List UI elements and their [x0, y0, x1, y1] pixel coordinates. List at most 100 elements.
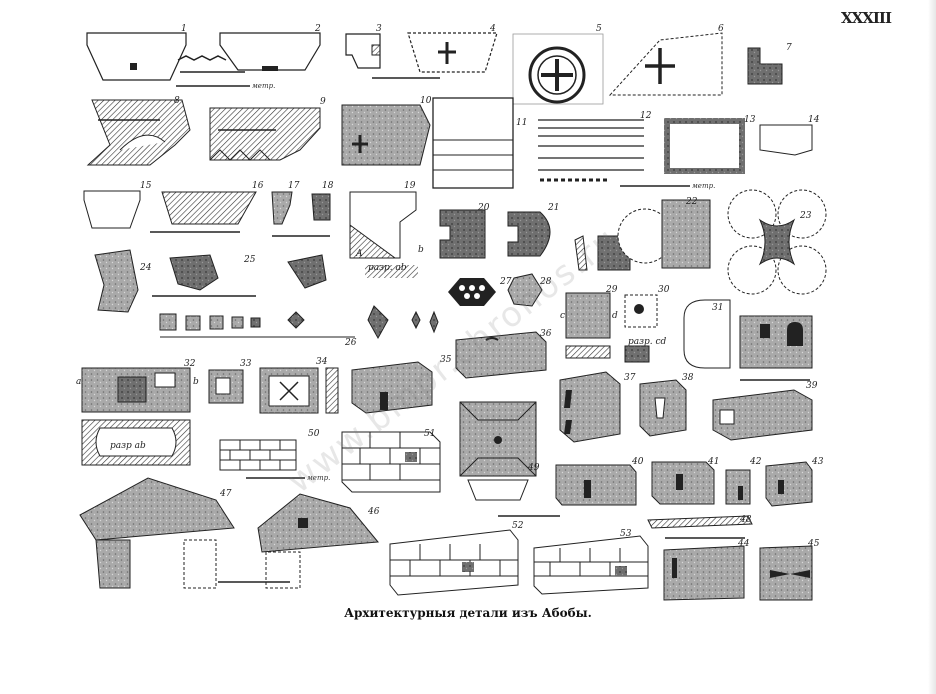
figure-number-7: 7 — [786, 43, 792, 53]
section-label-ab: разр. ab — [368, 263, 407, 273]
figure-21 — [507, 211, 551, 257]
section-label-A: A — [355, 249, 363, 259]
figure-number-23: 23 — [799, 211, 812, 221]
scale-label: метр. — [307, 474, 330, 482]
figure-16 — [161, 191, 257, 225]
figure-number-32: 32 — [184, 359, 196, 369]
figure-37 — [559, 371, 621, 443]
figure-number-33: 33 — [240, 359, 252, 369]
figure-11 — [432, 97, 514, 189]
figure-27 — [448, 278, 496, 306]
scale-bar — [98, 77, 810, 583]
figure-8 — [86, 99, 191, 166]
figure-number-10: 10 — [420, 96, 432, 106]
figure-number-5: 5 — [596, 24, 602, 34]
figure-42 — [725, 469, 751, 505]
figure-19 — [349, 191, 418, 278]
figure-number-15: 15 — [140, 181, 152, 191]
figure-45 — [759, 545, 813, 601]
figure-14 — [759, 124, 813, 156]
figure-number-42: 42 — [749, 457, 762, 467]
figure-35 — [351, 361, 433, 414]
figure-43 — [765, 461, 813, 507]
figure-number-11: 11 — [516, 118, 527, 128]
figure-17 — [271, 191, 293, 225]
figure-number-27: 27 — [499, 277, 512, 287]
figure-number-20: 20 — [477, 203, 490, 213]
figure-number-18: 18 — [322, 181, 334, 191]
figure-40 — [555, 464, 637, 506]
figure-number-2: 2 — [314, 24, 321, 34]
figure-number-40: 40 — [631, 457, 644, 467]
figure-number-45: 45 — [807, 539, 820, 549]
figure-number-9: 9 — [320, 97, 326, 107]
figure-number-22: 22 — [685, 197, 698, 207]
figure-number-41: 41 — [707, 457, 719, 467]
figure-number-46: 46 — [367, 507, 380, 517]
section-label-d: d — [612, 311, 618, 321]
figure-number-50: 50 — [308, 429, 320, 439]
figure-53 — [533, 535, 649, 595]
figure-34 — [259, 367, 339, 414]
figure-47 — [79, 477, 235, 589]
figure-46 — [257, 493, 379, 589]
figure-number-31: 31 — [712, 303, 723, 313]
scale-label: метр. — [692, 182, 715, 190]
figure-25 — [169, 254, 327, 291]
figure-49 — [459, 401, 537, 501]
section-label-ab-alt: разр ab — [110, 441, 146, 451]
figure-number-37: 37 — [624, 373, 636, 383]
figure-9 — [209, 107, 321, 161]
figure-7 — [747, 47, 783, 85]
figure-number-43: 43 — [811, 457, 824, 467]
figure-10 — [341, 104, 431, 166]
figure-number-13: 13 — [744, 115, 756, 125]
figure-41 — [651, 461, 715, 505]
figure-number-34: 34 — [316, 357, 328, 367]
figure-26 — [159, 305, 439, 340]
figure-number-17: 17 — [288, 181, 300, 191]
figure-33 — [208, 369, 244, 404]
figure-number-38: 38 — [682, 373, 694, 383]
figure-number-26: 26 — [344, 338, 357, 348]
scale-label: метр. — [252, 82, 275, 90]
figure-13 — [664, 118, 745, 174]
figure-number-52: 52 — [512, 521, 524, 531]
figure-number-49: 49 — [527, 463, 540, 473]
figure-22 — [574, 199, 711, 271]
figure-23 — [727, 189, 827, 295]
figure-1 — [86, 32, 187, 81]
figure-number-36: 36 — [540, 329, 552, 339]
figure-5 — [512, 33, 604, 105]
figure-6 — [608, 32, 723, 96]
figure-number-8: 8 — [174, 96, 180, 106]
figure-number-25: 25 — [243, 255, 256, 265]
plate-number: XXXIII — [841, 9, 892, 27]
figure-24 — [94, 249, 139, 313]
figure-4 — [407, 32, 498, 73]
section-label-c: c — [560, 311, 565, 321]
figure-36 — [455, 331, 547, 379]
figure-number-51: 51 — [424, 429, 435, 439]
figure-50 — [219, 439, 297, 471]
plate-caption: Архитектурныя детали изъ Абобы. — [344, 606, 592, 620]
figure-number-39: 39 — [806, 381, 818, 391]
figure-number-47: 47 — [219, 489, 232, 499]
figure-15 — [83, 190, 141, 229]
section-label-cd: разр. cd — [628, 337, 667, 347]
figure-32 — [81, 367, 191, 466]
figure-31 — [683, 299, 813, 369]
figure-48 — [647, 515, 753, 539]
figure-3 — [345, 33, 381, 69]
figure-number-29: 29 — [605, 285, 618, 295]
section-label-b: b — [193, 377, 199, 387]
figure-52 — [389, 529, 519, 596]
figure-2 — [177, 32, 321, 73]
figure-28 — [507, 273, 543, 307]
figure-number-4: 4 — [489, 24, 496, 34]
section-label-a: a — [76, 377, 81, 387]
figure-38 — [639, 379, 687, 437]
section-label-b-19: b — [418, 245, 424, 255]
figure-number-35: 35 — [440, 355, 452, 365]
